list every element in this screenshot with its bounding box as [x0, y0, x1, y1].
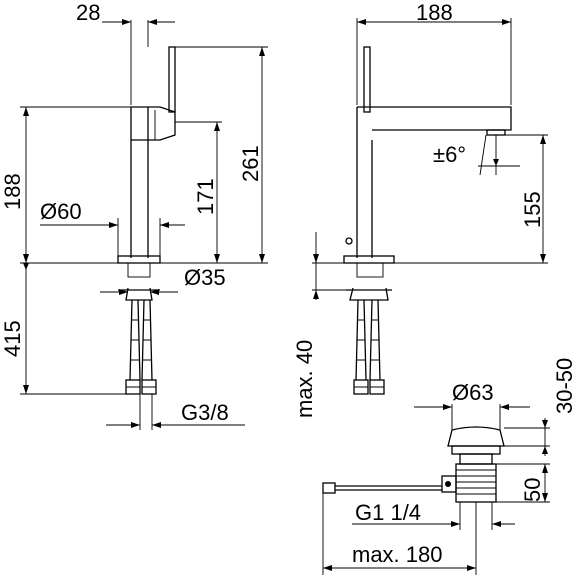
side-total-height-label: 261 [238, 145, 263, 182]
waste-diameter-label: Ø63 [452, 380, 494, 405]
waste-dimension-lines [322, 404, 550, 575]
waste-height-range-label: 30-50 [552, 358, 577, 414]
front-outlet-height-label: 155 [520, 191, 545, 228]
waste-max-length-label: max. 180 [352, 542, 443, 567]
waste-valve [322, 426, 505, 503]
waste-thread-label: G1 1/4 [355, 500, 421, 525]
side-view [117, 46, 176, 395]
side-base-diameter-label: Ø60 [40, 199, 82, 224]
side-hose-length-label: 415 [0, 320, 25, 357]
side-thread-label: G3/8 [181, 400, 229, 425]
waste-height-label: 50 [520, 478, 545, 502]
front-max-deck-label: max. 40 [292, 340, 317, 418]
side-width-label: 28 [76, 0, 100, 25]
front-dimension-lines [312, 18, 548, 300]
side-spout-height-label: 171 [193, 178, 218, 215]
front-width-label: 188 [416, 0, 453, 25]
side-shank-diameter-label: Ø35 [184, 265, 226, 290]
side-dimension-lines [20, 19, 268, 430]
front-view [343, 46, 512, 395]
side-body-height-label: 188 [0, 173, 25, 210]
front-angle-label: ±6° [433, 142, 466, 167]
